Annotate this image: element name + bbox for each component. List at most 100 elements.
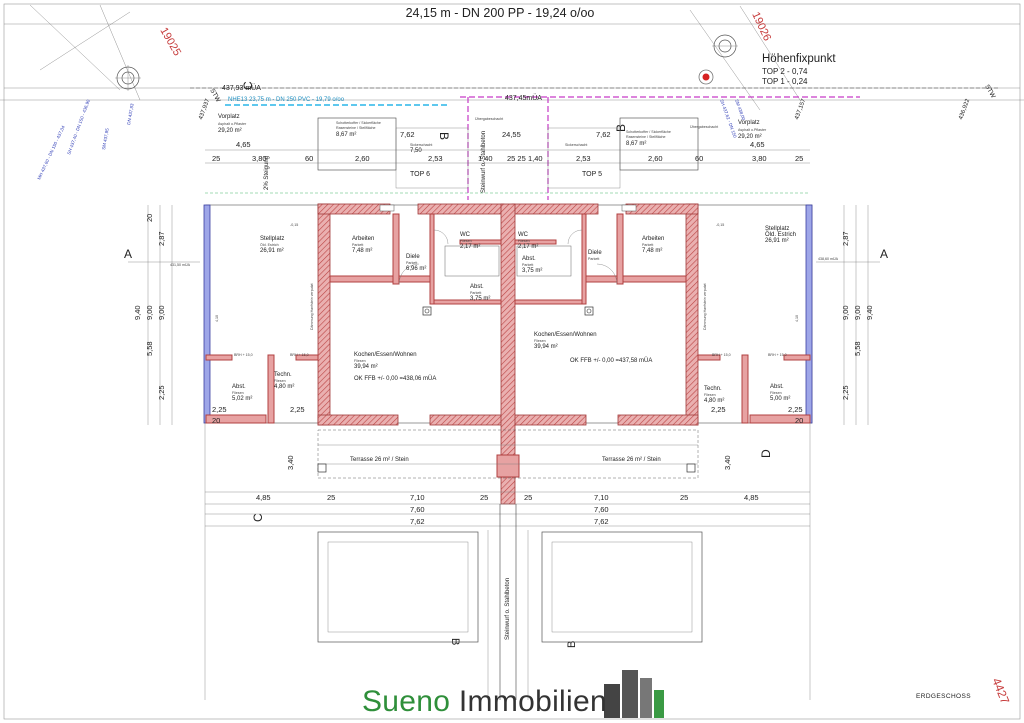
room-arbeiten-right: Arbeiten Parkett 7,48 m² (642, 236, 664, 254)
svg-text:2,53: 2,53 (576, 154, 591, 163)
svg-text:Asphalt o.Pflaster: Asphalt o.Pflaster (738, 128, 767, 132)
vorplatz-left: Vorplatz Asphalt o.Pflaster 29,20 m² (218, 114, 247, 134)
side-dimensions-right: 9,00 9,00 9,40 2,87 5,58 2,25 (841, 205, 874, 425)
svg-text:Öld. Estrich: Öld. Estrich (260, 243, 279, 247)
sickerschacht-left: Sickerschacht (410, 143, 432, 147)
svg-text:24,55: 24,55 (502, 130, 521, 139)
svg-text:Schotterkoffer / Sickerfläche: Schotterkoffer / Sickerfläche (336, 121, 381, 125)
uebergabe-right: Übergabeschacht (690, 125, 718, 129)
svg-text:5,58: 5,58 (145, 341, 154, 356)
svg-text:3,75 m²: 3,75 m² (470, 296, 490, 302)
logo-building-icon (604, 670, 664, 718)
svg-text:2,25: 2,25 (841, 385, 850, 400)
svg-text:3,80: 3,80 (252, 154, 267, 163)
svg-text:2,25: 2,25 (157, 385, 166, 400)
svg-text:SM 438,00: SM 438,00 (734, 99, 746, 122)
stw-marker-right: STW (983, 84, 997, 101)
schotter-right: Schotterkoffer / Sickerfläche Rasenstein… (626, 130, 671, 147)
steinwurf-bottom: Steinwurf o. Stahlbeton (505, 578, 511, 640)
brand-wordmark: Sueno Immobilien (362, 687, 607, 717)
svg-text:Fliesen: Fliesen (518, 239, 530, 243)
room-abst-left: Abst. Parkett 3,75 m² (470, 284, 490, 302)
svg-text:Abst.: Abst. (522, 256, 536, 262)
fixpoint-top1: TOP 1 - 0,24 (762, 77, 808, 86)
svg-text:7,48 m²: 7,48 m² (642, 248, 662, 254)
svg-text:29,20 m²: 29,20 m² (218, 128, 242, 134)
svg-text:Abst.: Abst. (470, 284, 484, 290)
building (203, 203, 813, 505)
svg-text:Parkett: Parkett (352, 243, 363, 247)
svg-text:Fliesen: Fliesen (534, 339, 546, 343)
svg-text:Schotterkoffer / Sickerfläche: Schotterkoffer / Sickerfläche (626, 130, 671, 134)
svg-text:7,60: 7,60 (594, 505, 609, 514)
survey-annotations: MH 437,60 - DN 150 - 437,04 SH 437,40 - … (36, 98, 746, 180)
sheet-name: ERDGESCHOSS (916, 693, 971, 700)
svg-text:Fliesen: Fliesen (770, 391, 782, 395)
manhole-left (115, 65, 141, 91)
svg-text:OK FFB +/- 0,00 =438,06 mÜA: OK FFB +/- 0,00 =438,06 mÜA (354, 375, 436, 382)
svg-text:2,25: 2,25 (711, 405, 726, 414)
brh-left-a: BRH + 15,0 (234, 353, 253, 357)
svg-text:4,65: 4,65 (750, 140, 765, 149)
room-wc-right: WC Fliesen 2,17 m² (518, 232, 538, 250)
svg-text:Parkett: Parkett (642, 243, 653, 247)
unit-label-top6: TOP 6 (410, 171, 430, 178)
pipe-label: 24,15 m - DN 200 PP - 19,24 o/oo (406, 6, 595, 20)
terrace-area (317, 429, 699, 479)
svg-text:Fliesen: Fliesen (354, 359, 366, 363)
level-right-side: 438,60 mÜA (818, 257, 839, 261)
svg-text:26,91 m²: 26,91 m² (765, 238, 789, 244)
level-left-side: 431,50 mÜA (170, 263, 191, 267)
level-right-edge: 436,922 (958, 98, 971, 121)
svg-text:25: 25 (524, 493, 532, 502)
svg-text:7,48 m²: 7,48 m² (352, 248, 372, 254)
svg-text:2,25: 2,25 (212, 405, 227, 414)
exterior-wall-right (805, 204, 813, 424)
svg-text:2,60: 2,60 (355, 154, 370, 163)
svg-text:Parkett: Parkett (470, 291, 481, 295)
svg-text:2,60: 2,60 (648, 154, 663, 163)
insulation-label-right: Dämmung Hanfstein verputzt (703, 283, 707, 330)
brh-left-b: BRH + 15,0 (290, 353, 309, 357)
svg-text:4,80 m²: 4,80 m² (274, 384, 294, 390)
room-techn-right: Techn. Fliesen 4,80 m² (704, 386, 724, 404)
svg-text:1,40: 1,40 (528, 154, 543, 163)
fixpoint-title: Höhenfixpunkt (762, 53, 836, 65)
brand-logo: Sueno Immobilien (362, 669, 607, 717)
brh-right-b: BRH + 15,0 (768, 353, 787, 357)
svg-text:25: 25 (680, 493, 688, 502)
svg-text:7,10: 7,10 (594, 493, 609, 502)
svg-text:Parkett: Parkett (406, 261, 417, 265)
svg-text:Parkett: Parkett (522, 263, 533, 267)
svg-text:25: 25 (795, 154, 803, 163)
svg-text:4,65: 4,65 (236, 140, 251, 149)
svg-text:9,40: 9,40 (865, 305, 874, 320)
svg-text:Techn.: Techn. (704, 386, 722, 392)
svg-text:Fliesen: Fliesen (232, 391, 244, 395)
section-marker-b-top-right: B (614, 124, 628, 132)
svg-text:Abst.: Abst. (770, 384, 784, 390)
svg-text:5,02 m²: 5,02 m² (232, 396, 252, 402)
room-kochen-right: Kochen/Essen/Wohnen Fliesen 39,94 m² OK … (534, 332, 652, 364)
sheet-frame (3, 3, 1021, 720)
svg-text:6,96 m²: 6,96 m² (406, 266, 426, 272)
section-marker-d: D (759, 449, 773, 458)
svg-text:60: 60 (305, 154, 313, 163)
svg-text:Fliesen: Fliesen (704, 393, 716, 397)
fixpoint-top2: TOP 2 - 0,74 (762, 67, 808, 76)
svg-text:WC: WC (518, 232, 529, 238)
svg-text:4,85: 4,85 (256, 493, 271, 502)
room-kochen-left: Kochen/Essen/Wohnen Fliesen 39,94 m² OK … (354, 352, 436, 382)
level-m015: -0,15 (290, 223, 298, 227)
svg-text:OK FFB +/- 0,00 =437,58 mÜA: OK FFB +/- 0,00 =437,58 mÜA (570, 357, 652, 364)
section-marker-c-bottom: C (251, 513, 265, 522)
svg-text:7,62: 7,62 (596, 130, 611, 139)
svg-text:25: 25 (212, 154, 220, 163)
room-wc-left: WC Fliesen 2,17 m² (460, 232, 480, 250)
svg-text:Rasensteine / Stellfläche: Rasensteine / Stellfläche (626, 135, 666, 139)
room-diele-right: Diele Parkett (588, 250, 602, 261)
slope-label: 2% Steigung (264, 156, 270, 190)
svg-text:39,94 m²: 39,94 m² (354, 364, 378, 370)
terrace-label-left: Terrasse 26 m² / Stein (350, 457, 409, 463)
